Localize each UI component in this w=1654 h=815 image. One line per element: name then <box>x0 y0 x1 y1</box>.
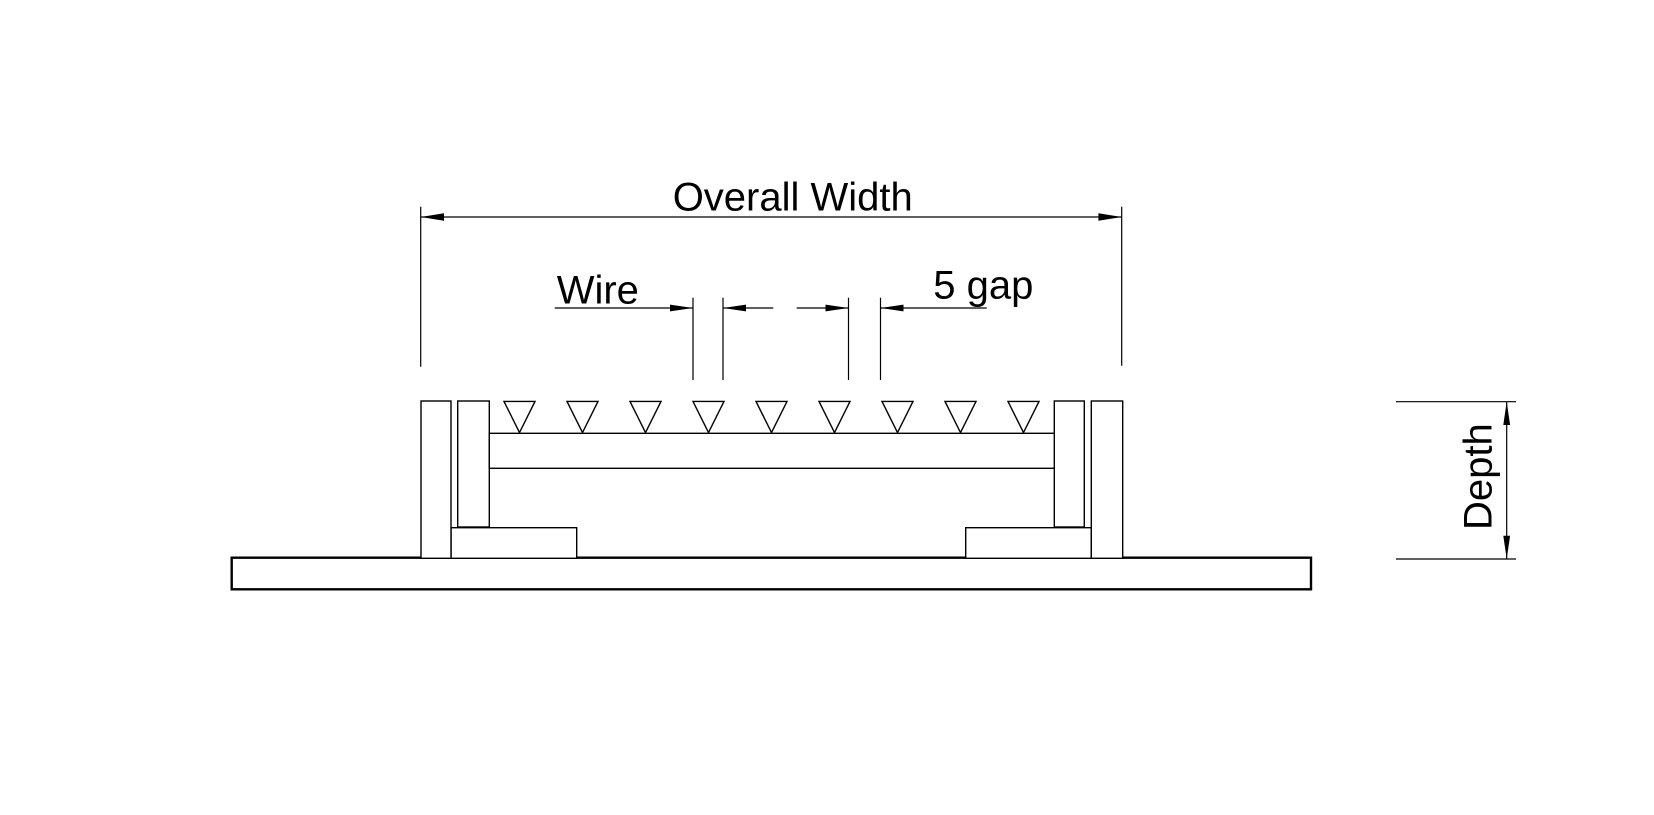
wedge-wire <box>565 400 600 435</box>
arrowhead-left-icon <box>420 213 444 221</box>
arrowhead-right-icon <box>1098 213 1122 221</box>
screen-frame-right <box>965 400 1124 560</box>
frame-left-outer-bar <box>420 400 452 560</box>
screen-frame-left <box>420 400 578 560</box>
wedge-wire <box>754 400 789 435</box>
wedge-wire <box>817 400 852 435</box>
arrowhead-down-icon <box>1503 535 1511 559</box>
gap-label: 5 gap <box>933 263 1033 307</box>
wedge-wire <box>691 400 726 435</box>
arrowhead-right-icon <box>670 304 693 312</box>
wedge-wire <box>1006 400 1041 435</box>
arrowhead-left-icon <box>723 304 746 312</box>
overall-width-label: Overall Width <box>673 176 913 220</box>
wire-dimension: Wire <box>554 268 774 380</box>
arrowhead-right-icon <box>825 304 849 312</box>
arrowhead-left-icon <box>880 304 904 312</box>
depth-label: Depth <box>1457 423 1501 530</box>
wedge-wire <box>628 400 663 435</box>
gap-dimension: 5 gap <box>796 263 1033 380</box>
depth-dimension: Depth <box>1396 401 1516 560</box>
frame-right-outer-bar <box>1090 400 1124 560</box>
wedge-wires <box>502 400 1041 435</box>
base-plate <box>230 556 1313 591</box>
arrowhead-up-icon <box>1503 401 1511 425</box>
overall-width-dimension: Overall Width <box>420 176 1123 367</box>
frame-left-foot <box>450 527 578 560</box>
wedge-wire <box>880 400 915 435</box>
wire-label: Wire <box>557 268 639 312</box>
wedge-wire <box>502 400 537 435</box>
frame-right-inner-bar <box>1053 400 1086 528</box>
frame-left-inner-bar <box>457 400 491 528</box>
wedge-wire <box>943 400 978 435</box>
support-band <box>488 432 1055 469</box>
frame-right-foot <box>965 527 1093 560</box>
